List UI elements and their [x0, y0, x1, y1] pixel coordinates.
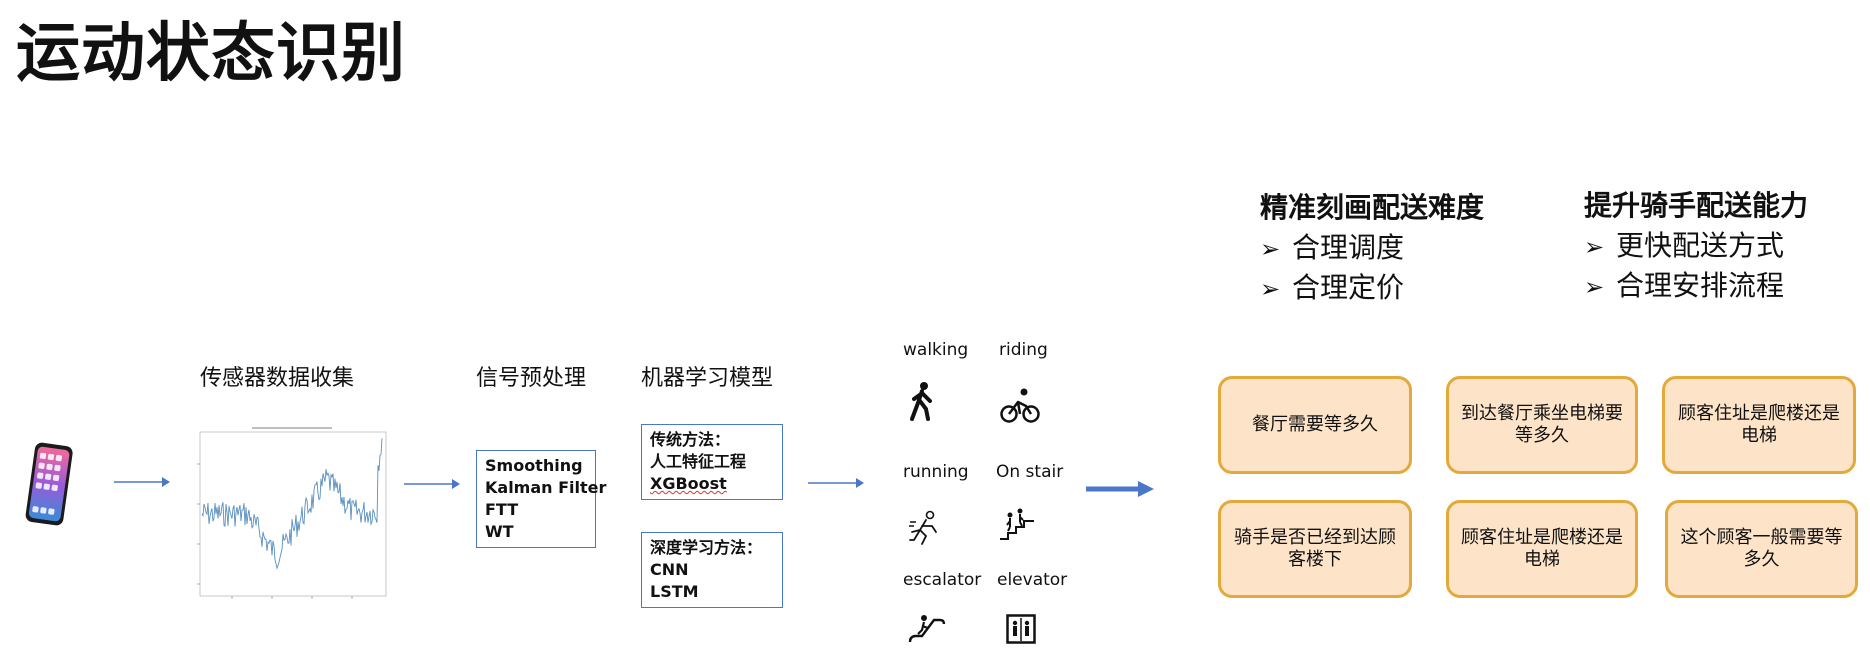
goal-item-text: 更快配送方式: [1616, 229, 1785, 262]
goal-item: ➢ 合理定价: [1260, 266, 1484, 306]
activity-label-elevator: elevator: [997, 570, 1068, 590]
question-card: 顾客住址是爬楼还是电梯: [1662, 376, 1856, 474]
arrow-bullet-icon: ➢: [1260, 275, 1281, 303]
question-card: 餐厅需要等多久: [1218, 376, 1412, 474]
deep-item: CNN: [650, 560, 689, 579]
ml-model-label: 机器学习模型: [641, 366, 774, 391]
flow-arrow: [114, 474, 170, 493]
signal-preprocess-label: 信号预处理: [476, 366, 587, 391]
goal-group-capability: 提升骑手配送能力 ➢ 更快配送方式 ➢ 合理安排流程: [1584, 184, 1808, 304]
arrow-bullet-icon: ➢: [1260, 235, 1281, 263]
arrow-bullet-icon: ➢: [1584, 233, 1605, 261]
goal-item-text: 合理安排流程: [1616, 269, 1785, 302]
sensor-data-label: 传感器数据收集: [200, 366, 355, 391]
goal-item-text: 合理定价: [1292, 271, 1405, 304]
goal-heading: 精准刻画配送难度: [1260, 191, 1485, 224]
deep-header: 深度学习方法：: [650, 538, 763, 557]
question-card: 这个顾客一般需要等多久: [1665, 500, 1858, 598]
traditional-item: XGBoost: [650, 474, 727, 493]
flow-arrow: [404, 476, 460, 495]
activity-label-on-stair: On stair: [996, 462, 1064, 482]
smartphone-icon: [22, 442, 76, 528]
question-card: 到达餐厅乘坐电梯要等多久: [1446, 376, 1638, 474]
traditional-item: 人工特征工程: [650, 452, 747, 471]
signal-method: WT: [485, 522, 514, 541]
running-icon: [908, 510, 940, 546]
bicycle-icon: [1000, 388, 1040, 424]
arrow-bullet-icon: ➢: [1584, 273, 1605, 301]
deep-item: LSTM: [650, 582, 699, 601]
question-card: 骑手是否已经到达顾客楼下: [1218, 500, 1412, 598]
sensor-signal-plot: [192, 424, 392, 608]
goal-item: ➢ 更快配送方式: [1584, 224, 1808, 264]
activity-label-riding: riding: [999, 340, 1048, 360]
elevator-icon: [1006, 614, 1036, 644]
goal-group-difficulty: 精准刻画配送难度 ➢ 合理调度 ➢ 合理定价: [1260, 186, 1484, 306]
goal-item: ➢ 合理安排流程: [1584, 264, 1808, 304]
signal-method: Smoothing: [485, 456, 583, 475]
activity-label-walking: walking: [903, 340, 969, 360]
escalator-icon: [908, 612, 946, 646]
goal-item-text: 合理调度: [1292, 231, 1405, 264]
activity-label-escalator: escalator: [903, 570, 982, 590]
signal-method: Kalman Filter: [485, 478, 607, 497]
flow-arrow: [808, 475, 864, 494]
signal-methods-box: Smoothing Kalman Filter FTT WT: [476, 450, 607, 548]
walking-icon: [908, 381, 936, 421]
stairs-icon: [998, 507, 1036, 541]
page-title: 运动状态识别: [16, 17, 406, 91]
goal-heading: 提升骑手配送能力: [1584, 189, 1809, 222]
deep-learning-box: 深度学习方法： CNN LSTM: [641, 532, 783, 608]
traditional-methods-box: 传统方法： 人工特征工程 XGBoost: [641, 424, 783, 500]
signal-method: FTT: [485, 500, 519, 519]
activity-label-running: running: [903, 462, 969, 482]
question-card: 顾客住址是爬楼还是电梯: [1446, 500, 1638, 598]
goal-item: ➢ 合理调度: [1260, 226, 1484, 266]
traditional-header: 传统方法：: [650, 430, 731, 449]
flow-arrow-large: [1086, 480, 1154, 502]
